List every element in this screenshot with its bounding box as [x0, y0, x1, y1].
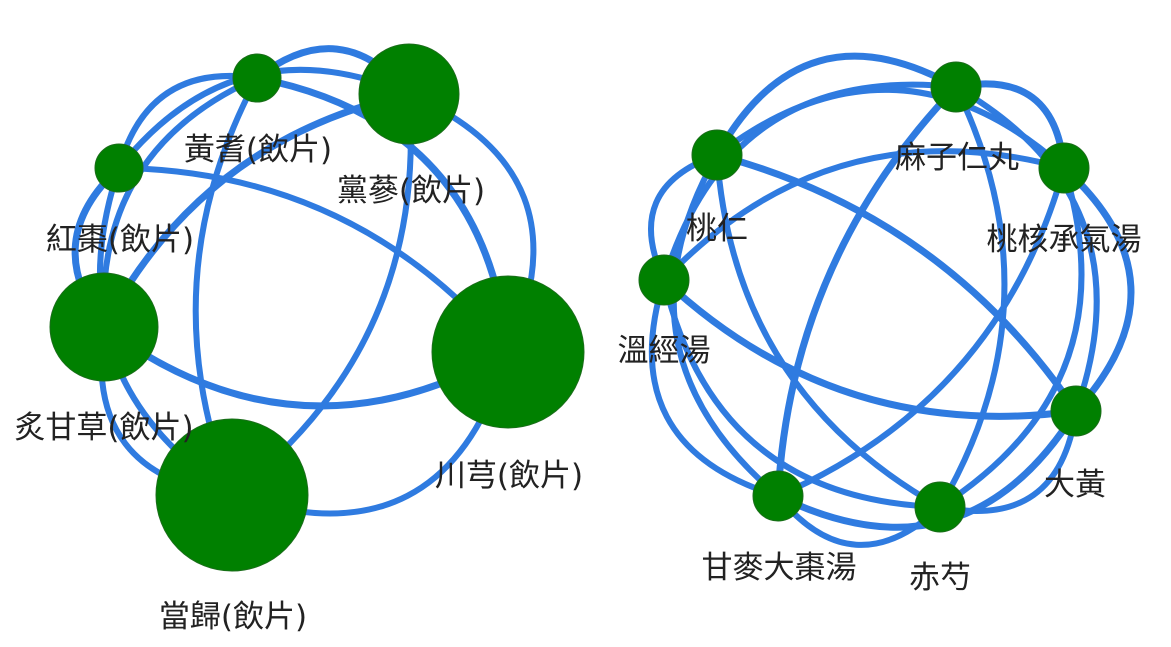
edge-wenjing-dahuang	[660, 276, 1080, 420]
edge-taohe-ganmai	[775, 165, 1067, 499]
label-chuanxiong: 川芎(飲片)	[435, 458, 583, 494]
edge-taohe-dahuang	[1060, 164, 1135, 415]
edge-wenjing-chishao	[661, 277, 943, 510]
edge-maziren-ganmai	[774, 83, 960, 500]
label-taohe: 桃核承氣湯	[987, 222, 1142, 258]
node-danggui[interactable]	[155, 418, 309, 572]
node-chishao[interactable]	[914, 481, 966, 533]
label-chishao: 赤芍	[909, 560, 971, 596]
node-hongzao[interactable]	[94, 143, 144, 193]
node-zhigancao[interactable]	[49, 272, 159, 382]
node-dahuang[interactable]	[1050, 385, 1102, 437]
node-layer	[49, 43, 585, 572]
label-dahuang: 大黃	[1044, 467, 1106, 503]
label-dangshen: 黨蔘(飲片)	[337, 173, 485, 209]
node-huangqi[interactable]	[232, 53, 282, 103]
node-taoren[interactable]	[691, 129, 743, 181]
edge-taohe-wenjing	[661, 148, 1067, 283]
node-chuanxiong[interactable]	[431, 275, 585, 429]
edge-ganmai-chishao	[775, 493, 943, 548]
edge-dangshen-zhigancao	[100, 90, 413, 331]
label-layer: 黃耆(飲片)黨蔘(飲片) 紅棗(飲片) 炙甘草(飲片) 川芎(飲片) 當歸(飲片)	[14, 132, 583, 635]
edge-taoren-dahuang	[713, 151, 1080, 415]
label-taoren: 桃仁	[686, 211, 748, 247]
label-hongzao: 紅棗(飲片)	[46, 222, 194, 258]
label-zhigancao: 炙甘草(飲片)	[14, 410, 193, 446]
edge-wenjing-ganmai	[648, 277, 781, 499]
node-wenjing[interactable]	[638, 254, 690, 306]
node-maziren[interactable]	[930, 61, 982, 113]
node-layer	[638, 61, 1102, 533]
edge-maziren-wenjing	[661, 81, 959, 283]
label-ganmai: 甘麥大棗湯	[702, 550, 857, 586]
label-maziren: 麻子仁丸	[895, 140, 1019, 176]
edge-layer	[648, 52, 1135, 548]
edge-dahuang-chishao	[937, 408, 1079, 514]
edge-huangqi-hongzao	[116, 72, 260, 171]
node-dangshen[interactable]	[358, 43, 460, 145]
label-huangqi: 黃耆(飲片)	[184, 132, 332, 168]
edge-taoren-maziren	[713, 52, 960, 159]
label-danggui: 當歸(飲片)	[159, 599, 307, 635]
edge-maziren-dahuang	[953, 84, 1100, 414]
node-taohe[interactable]	[1038, 142, 1090, 194]
herbal-network-left: 黃耆(飲片)黨蔘(飲片) 紅棗(飲片) 炙甘草(飲片) 川芎(飲片) 當歸(飲片)	[14, 43, 585, 635]
label-wenjing: 溫經湯	[618, 333, 711, 369]
edge-maziren-chishao	[937, 84, 1008, 510]
node-ganmai[interactable]	[752, 470, 804, 522]
edge-taohe-chishao	[937, 165, 1085, 510]
